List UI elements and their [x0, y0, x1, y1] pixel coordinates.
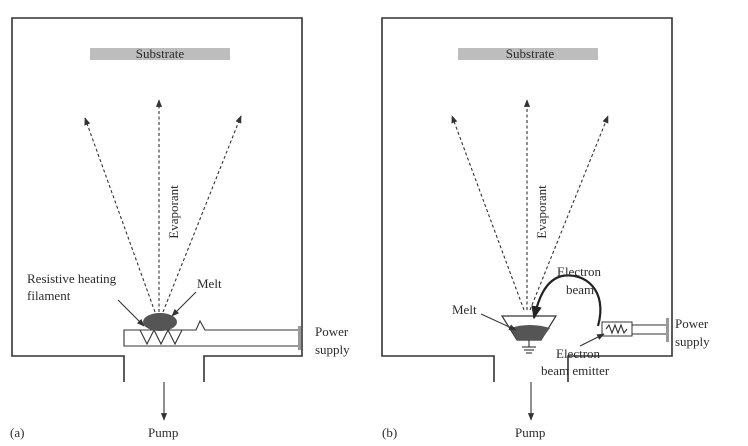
- melt-pointer-a: [171, 291, 197, 317]
- melt-blob-a: [143, 313, 177, 331]
- heating-filament-label-line1-a: Resistive heating: [27, 271, 117, 286]
- melt-label-b: Melt: [452, 302, 477, 317]
- heating-filament-zigzag-a: [139, 328, 183, 346]
- power-supply-label-line1-b: Power: [675, 316, 709, 331]
- substrate-bar-a: [90, 48, 230, 60]
- heating-filament-label-line2-a: filament: [27, 288, 71, 303]
- power-connector-a: [298, 326, 301, 350]
- panel-a: Substrate Evaporant Resistive heating fi…: [10, 17, 350, 440]
- melt-label-a: Melt: [197, 276, 222, 291]
- electron-beam-arc-b: [531, 274, 602, 327]
- pump-label-a: Pump: [148, 425, 178, 440]
- substrate-label-a: Substrate: [136, 46, 185, 61]
- power-supply-label-line2-b: supply: [675, 334, 710, 349]
- emitter-coil-b: [605, 323, 628, 335]
- emitter-label-line2-b: beam emitter: [541, 363, 610, 378]
- electron-beam-label-line1-b: Electron: [557, 264, 602, 279]
- evaporant-label-b: Evaporant: [534, 185, 549, 239]
- chamber-wall-b: [381, 17, 673, 382]
- evaporant-arrow-right-b: [529, 115, 609, 311]
- evaporant-arrow-left-a: [84, 117, 156, 313]
- chamber-wall-a: [11, 17, 303, 382]
- emitter-label-line1-b: Electron: [556, 346, 601, 361]
- panel-tag-a: (a): [10, 425, 24, 440]
- filament-pointer-a: [117, 299, 145, 327]
- evaporant-label-a: Evaporant: [166, 185, 181, 239]
- panel-b: Substrate Evaporant Electron beam Melt E…: [381, 17, 710, 440]
- melt-pointer-b: [480, 313, 517, 331]
- power-supply-label-line2-a: supply: [315, 342, 350, 357]
- substrate-label-b: Substrate: [506, 46, 555, 61]
- panel-tag-b: (b): [382, 425, 397, 440]
- power-supply-label-line1-a: Power: [315, 324, 349, 339]
- electron-beam-label-line2-b: beam: [566, 282, 594, 297]
- power-connector-b: [666, 318, 669, 342]
- pump-label-b: Pump: [515, 425, 545, 440]
- substrate-bar-b: [458, 48, 598, 60]
- emitter-pointer-b: [579, 333, 605, 347]
- melt-pool-b: [510, 325, 550, 340]
- heating-boat-a: [123, 319, 300, 347]
- evaporant-arrow-right-a: [162, 115, 242, 313]
- evaporant-arrow-left-b: [451, 115, 525, 311]
